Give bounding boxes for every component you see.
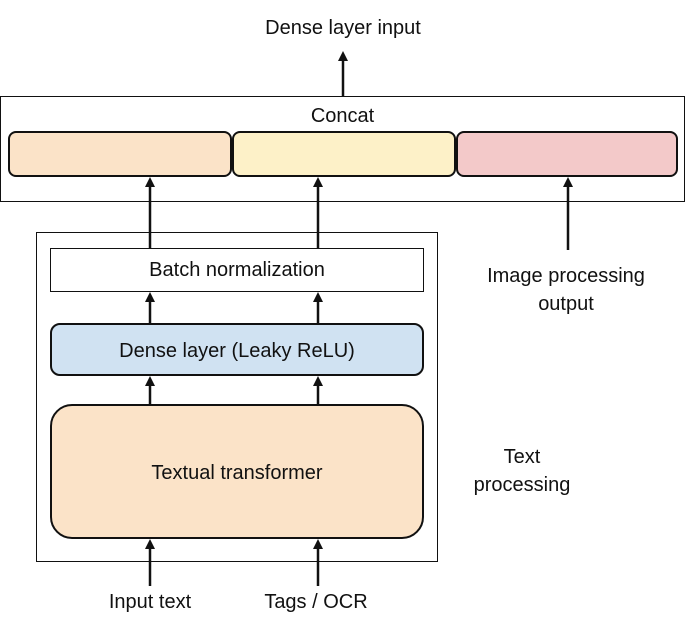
textual-transformer-box: Textual transformer — [50, 404, 424, 539]
text-processing-label-line1: Text — [503, 446, 541, 468]
tags-ocr-label: Tags / OCR — [264, 591, 368, 613]
textual-transformer-label: Textual transformer — [151, 462, 323, 484]
text-processing-label-line2: processing — [473, 474, 571, 496]
concat-segment-image — [456, 131, 678, 177]
dense-layer-box: Dense layer (Leaky ReLU) — [50, 323, 424, 376]
concat-label: Concat — [310, 105, 375, 127]
batch-normalization-label: Batch normalization — [149, 259, 325, 281]
input-text-label: Input text — [108, 591, 192, 613]
batch-normalization-box: Batch normalization — [50, 248, 424, 292]
image-processing-label-line1: Image processing — [487, 265, 645, 287]
text-processing-box — [36, 232, 438, 562]
concat-segment-text-1 — [8, 131, 232, 177]
image-processing-label-line2: output — [538, 293, 594, 315]
dense-layer-label: Dense layer (Leaky ReLU) — [119, 340, 355, 362]
dense-layer-input-label: Dense layer input — [265, 17, 421, 39]
concat-segment-text-2 — [232, 131, 456, 177]
